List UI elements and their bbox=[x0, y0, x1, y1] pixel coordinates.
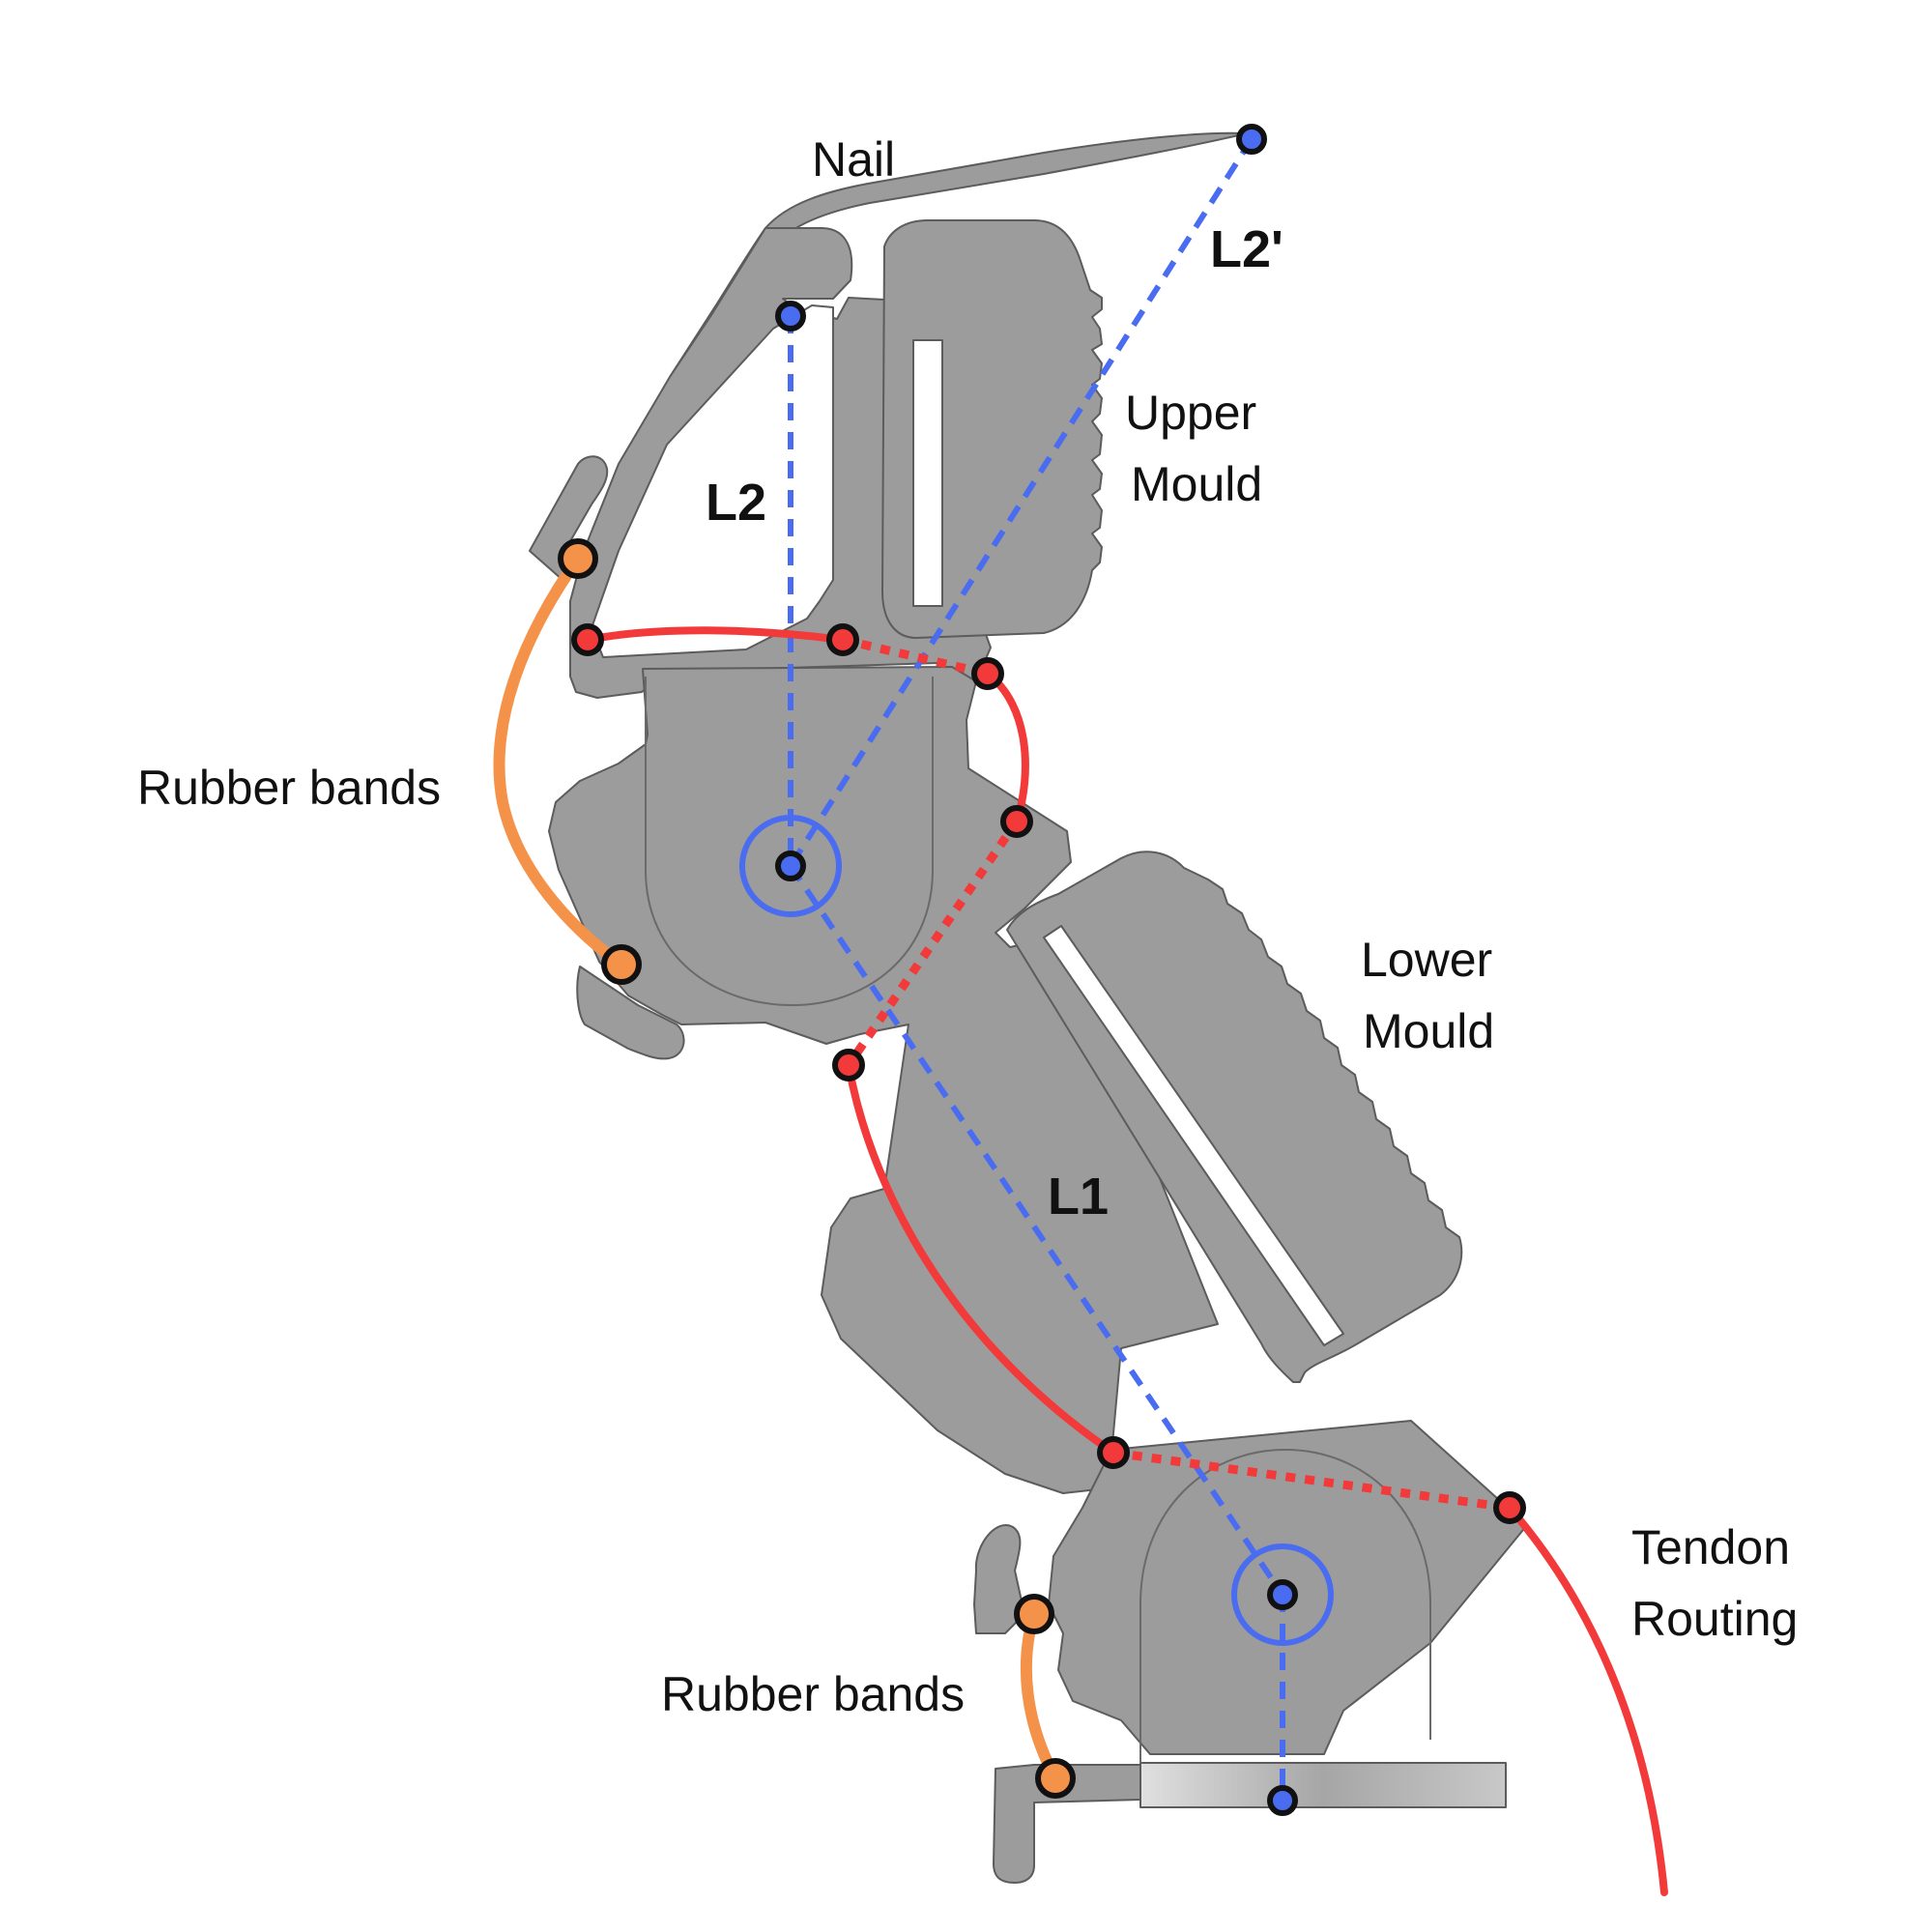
joint-outlines bbox=[645, 677, 1431, 1763]
rubber-band-anchor bbox=[558, 538, 598, 579]
rubber-band-anchor bbox=[601, 944, 642, 985]
link-point bbox=[1267, 1785, 1298, 1816]
middle-phalanx-part bbox=[548, 666, 1219, 1494]
lower-mould-slot bbox=[1043, 925, 1344, 1346]
tendon-dotted-1 bbox=[841, 635, 990, 678]
rubber-band-upper bbox=[493, 553, 627, 970]
l2-label: L2 bbox=[706, 474, 766, 532]
rubber-band-lower bbox=[1020, 1608, 1061, 1784]
link-lines bbox=[788, 137, 1285, 1801]
rubber-band-anchors bbox=[558, 538, 1076, 1799]
link-point bbox=[1267, 1579, 1298, 1610]
tendon-exit bbox=[1506, 1504, 1668, 1896]
link-point bbox=[1236, 124, 1267, 155]
tendon-dotted-3 bbox=[1112, 1448, 1511, 1513]
upper-mould-slot bbox=[912, 339, 943, 607]
mechanical-parts bbox=[529, 131, 1528, 1884]
rubber-bands-upper-label: Rubber bands bbox=[137, 761, 441, 815]
upper-joint-ring bbox=[739, 815, 842, 917]
tendon-routing bbox=[584, 626, 1668, 1896]
tendon-dotted bbox=[841, 635, 1511, 1513]
base-mount-part bbox=[993, 1764, 1141, 1884]
rubber-bands-lower-label: Rubber bands bbox=[661, 1667, 965, 1721]
link-points bbox=[775, 124, 1298, 1816]
tendon-proximal-arc bbox=[845, 1061, 1117, 1456]
link-point bbox=[775, 851, 806, 881]
upper-mould-label-line2: Mould bbox=[1131, 457, 1262, 511]
lower-mould-label-line1: Lower bbox=[1361, 933, 1492, 987]
lower-joint-ring bbox=[1231, 1543, 1334, 1646]
tendon-routing-label-line1: Tendon bbox=[1631, 1520, 1790, 1574]
joint-rings bbox=[739, 815, 1334, 1646]
upper-joint-arc bbox=[645, 677, 934, 1007]
tendon-points bbox=[571, 623, 1526, 1524]
lower-mould-part bbox=[1006, 851, 1463, 1383]
labels: Nail L2' L2 Upper Mould Rubber bands Low… bbox=[137, 132, 1798, 1721]
l2-prime-label: L2' bbox=[1210, 220, 1283, 278]
l1-label: L1 bbox=[1048, 1168, 1109, 1226]
rubber-band-anchor bbox=[1014, 1594, 1054, 1634]
upper-lever-tab bbox=[529, 455, 609, 581]
tendon-point bbox=[1000, 805, 1033, 838]
upper-lower-lever-tab bbox=[576, 966, 685, 1060]
tendon-point bbox=[1493, 1491, 1526, 1524]
tendon-routing-label-line2: Routing bbox=[1631, 1592, 1798, 1646]
tendon-point bbox=[1097, 1436, 1130, 1469]
link-point bbox=[775, 301, 806, 332]
tendon-distal-arc bbox=[584, 626, 847, 644]
l1-line bbox=[788, 864, 1285, 1597]
tendon-point bbox=[571, 623, 604, 656]
base-plate bbox=[1139, 1762, 1507, 1808]
tendon-point bbox=[971, 657, 1004, 690]
rubber-band-anchor bbox=[1035, 1758, 1076, 1799]
nail-label: Nail bbox=[812, 132, 895, 187]
upper-mould-label-line1: Upper bbox=[1125, 386, 1256, 440]
tendon-middle-arc bbox=[984, 670, 1029, 825]
tendon-point bbox=[832, 1049, 865, 1081]
lower-joint-arc bbox=[1139, 1448, 1431, 1763]
lower-mould-label-line2: Mould bbox=[1363, 1004, 1494, 1058]
lower-lever-tab bbox=[973, 1524, 1025, 1634]
tendon-point bbox=[826, 623, 859, 656]
